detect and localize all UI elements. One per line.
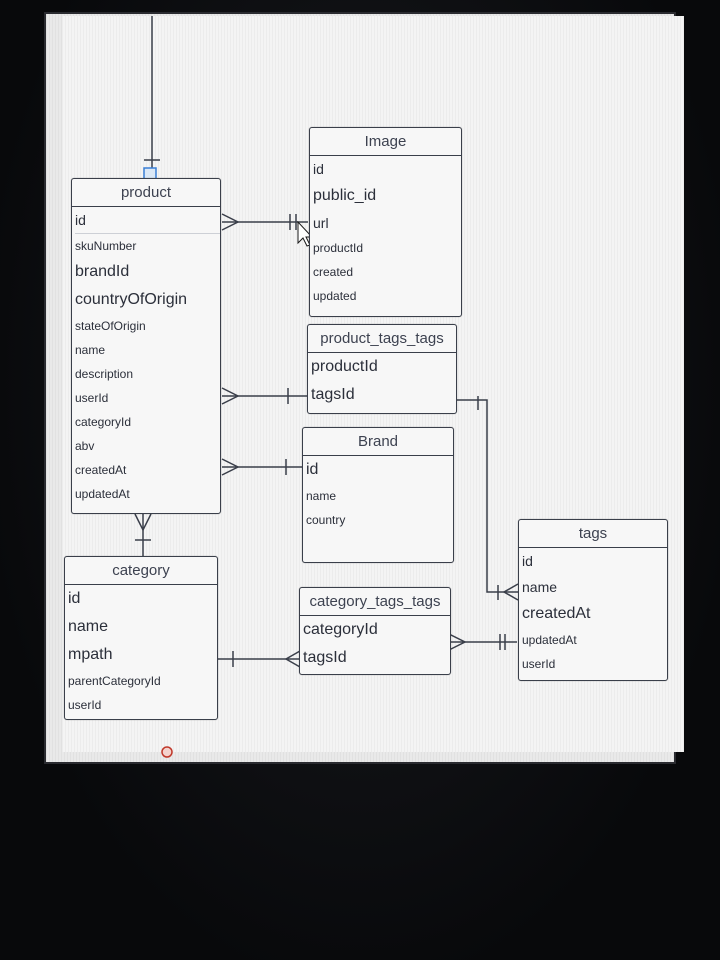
field-tags-id[interactable]: id [522,553,533,569]
entity-image[interactable]: Image id public_id url productId created… [309,127,462,317]
entity-category-title[interactable]: category [65,557,217,585]
field-category-tags-tags-categoryid[interactable]: categoryId [303,621,378,638]
field-product-updatedat[interactable]: updatedAt [75,487,130,501]
field-brand-id[interactable]: id [306,461,319,478]
entity-tags[interactable]: tags id name createdAt updatedAt userId [518,519,668,681]
field-product-id[interactable]: id [75,207,220,234]
field-category-name[interactable]: name [68,618,109,635]
field-product-name[interactable]: name [75,343,106,357]
field-image-id[interactable]: id [313,161,324,177]
field-product-createdat[interactable]: createdAt [75,463,127,477]
field-product-abv[interactable]: abv [75,439,95,453]
field-brand-name[interactable]: name [306,489,337,503]
field-category-tags-tags-tagsid[interactable]: tagsId [303,649,347,666]
field-product-description[interactable]: description [75,367,134,381]
field-category-userid[interactable]: userId [68,698,102,712]
field-product-countryoforigin[interactable]: countryOfOrigin [75,291,188,308]
entity-category-tags-tags-title[interactable]: category_tags_tags [300,588,450,616]
field-product-tags-tags-productid[interactable]: productId [311,358,378,375]
field-image-created[interactable]: created [313,265,354,279]
field-category-mpath[interactable]: mpath [68,646,113,663]
field-image-url[interactable]: url [313,215,329,231]
field-image-updated[interactable]: updated [313,289,357,303]
entity-image-title[interactable]: Image [310,128,461,156]
field-product-tags-tags-tagsid[interactable]: tagsId [311,386,355,403]
field-product-categoryid[interactable]: categoryId [75,415,132,429]
entity-product[interactable]: product id skuNumber brandId countryOfOr… [71,178,221,514]
field-product-skunumber[interactable]: skuNumber [75,239,137,253]
entity-product-tags-tags[interactable]: product_tags_tags productId tagsId [307,324,457,414]
entity-category[interactable]: category id name mpath parentCategoryId … [64,556,218,720]
field-brand-country[interactable]: country [306,513,346,527]
field-tags-updatedat[interactable]: updatedAt [522,633,577,647]
entity-brand-title[interactable]: Brand [303,428,453,456]
field-tags-userid[interactable]: userId [522,657,556,671]
field-product-stateoforigin[interactable]: stateOfOrigin [75,319,146,333]
field-tags-createdat[interactable]: createdAt [522,605,591,622]
field-image-public-id[interactable]: public_id [313,187,377,204]
field-product-brandid[interactable]: brandId [75,263,130,280]
field-product-userid[interactable]: userId [75,391,109,405]
entity-category-tags-tags[interactable]: category_tags_tags categoryId tagsId [299,587,451,675]
entity-tags-title[interactable]: tags [519,520,667,548]
field-tags-name[interactable]: name [522,579,558,595]
field-image-productid[interactable]: productId [313,241,364,255]
entity-brand[interactable]: Brand id name country [302,427,454,563]
field-category-parentcategoryid[interactable]: parentCategoryId [68,674,161,688]
entity-product-tags-tags-title[interactable]: product_tags_tags [308,325,456,353]
field-category-id[interactable]: id [68,590,81,607]
entity-product-title[interactable]: product [72,179,220,207]
